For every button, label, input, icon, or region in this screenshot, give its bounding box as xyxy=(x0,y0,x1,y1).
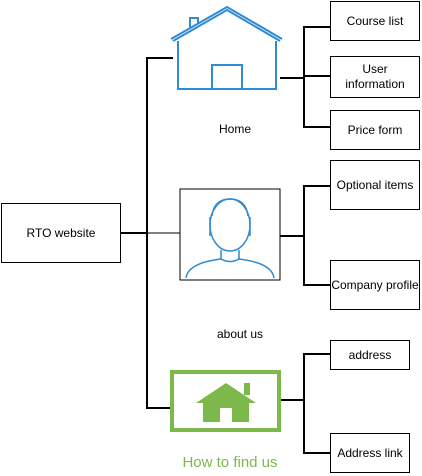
root-label: RTO website xyxy=(26,225,96,240)
user-profile-icon xyxy=(179,188,281,281)
node-user-information: User information xyxy=(330,56,420,98)
node-price-form: Price form xyxy=(330,110,420,150)
node-course-list-label: Course list xyxy=(346,13,404,28)
house-outline-icon xyxy=(170,5,283,90)
about-us-label: about us xyxy=(216,327,264,341)
connector-about-children xyxy=(280,185,330,286)
root-node: RTO website xyxy=(1,203,121,263)
home-location-icon xyxy=(170,370,281,432)
node-address-link: Address link xyxy=(330,433,410,473)
node-address: address xyxy=(330,340,410,370)
node-user-information-label: User information xyxy=(345,62,405,91)
node-optional-items-label: Optional items xyxy=(336,177,414,192)
how-to-find-us-label: How to find us xyxy=(182,454,278,471)
home-label: Home xyxy=(218,122,251,136)
node-price-form-label: Price form xyxy=(347,122,403,137)
node-course-list: Course list xyxy=(330,1,420,41)
node-company-profile: Company profile xyxy=(330,260,420,310)
node-address-link-label: Address link xyxy=(337,445,403,460)
node-optional-items: Optional items xyxy=(330,160,420,210)
connector-home-children xyxy=(280,26,330,128)
node-company-profile-label: Company profile xyxy=(331,277,419,292)
node-address-label: address xyxy=(348,347,392,362)
connector-find-children xyxy=(280,353,330,454)
